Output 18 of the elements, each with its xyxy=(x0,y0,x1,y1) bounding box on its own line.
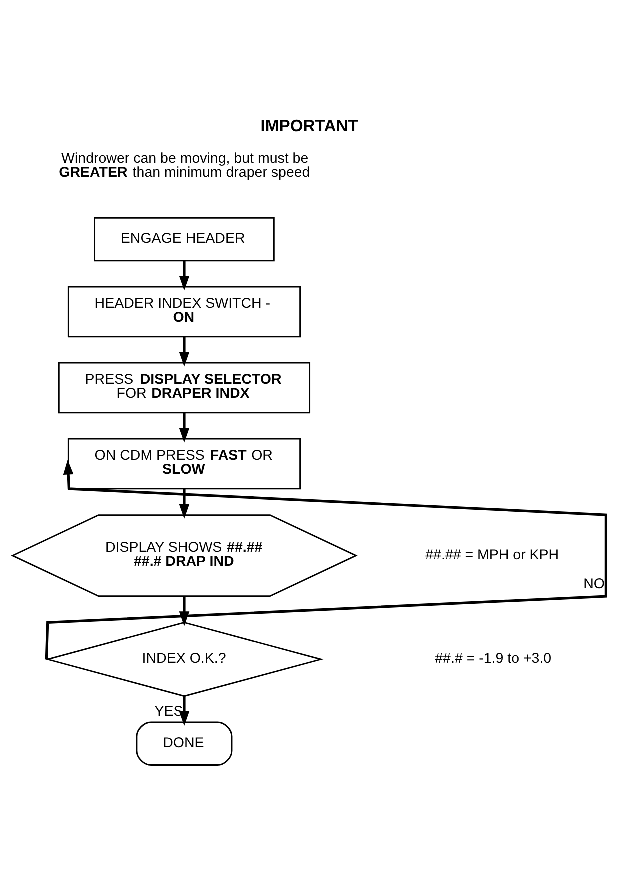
arrow xyxy=(179,412,190,442)
node-diamond: INDEX O.K.? xyxy=(45,621,324,697)
edge-label: NO xyxy=(584,576,605,592)
arrow xyxy=(179,596,190,626)
node-box: DONE xyxy=(136,721,233,766)
node-box: ENGAGE HEADER xyxy=(94,216,275,262)
label: ##.# = -1.9 to +3.0 xyxy=(435,650,552,667)
node-box: ON CDM PRESS FAST OR SLOW xyxy=(68,438,302,490)
arrow xyxy=(179,696,190,726)
arrow xyxy=(45,460,608,660)
arrow xyxy=(179,488,190,519)
arrow xyxy=(179,336,190,366)
node-box: PRESS DISPLAY SELECTOR FOR DRAPER INDX xyxy=(58,362,311,414)
arrow xyxy=(179,260,190,290)
label: Windrower can be moving, but must be GREATER than minimum draper speed xyxy=(59,150,310,181)
node-box: HEADER INDEX SWITCH - ON xyxy=(68,286,302,338)
label: ##.## = MPH or KPH xyxy=(426,547,560,564)
diagram-title: IMPORTANT xyxy=(260,116,358,136)
